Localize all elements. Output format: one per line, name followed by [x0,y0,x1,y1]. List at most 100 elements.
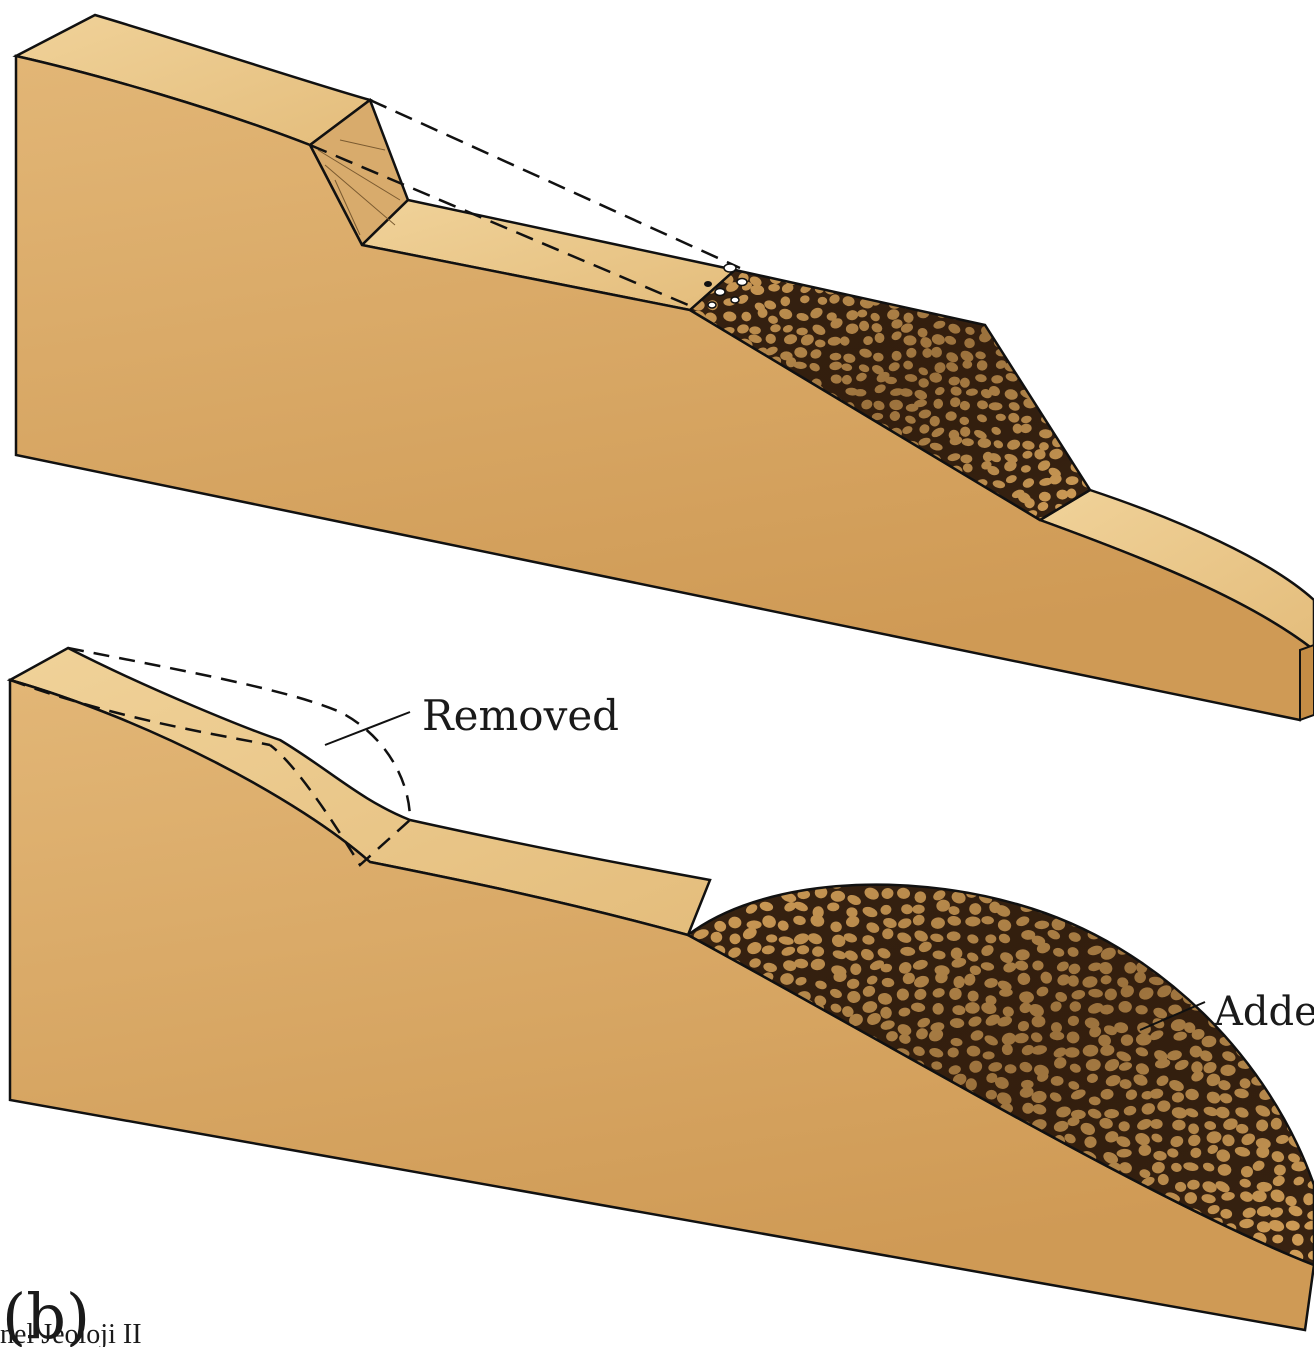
rubble-stone [966,260,980,270]
rubble-stone [1052,904,1067,916]
rubble-stone [875,257,888,268]
rubble-stone [797,1253,811,1266]
rubble-stone [1220,906,1232,917]
rubble-stone [1305,1099,1314,1114]
rubble-stone [1101,904,1116,914]
rubble-stone [1004,885,1017,896]
rubble-stone [1150,888,1167,900]
rubble-stone [919,863,935,874]
rubble-stone [1033,863,1050,879]
rubble-stone [758,1277,773,1290]
rubble-stone [1249,960,1266,974]
rubble-stone [1050,297,1062,306]
rubble-stone [1221,931,1233,941]
rubble-stone [1053,372,1063,383]
rubble-stone [918,255,931,266]
rubble-stone [1017,878,1034,892]
rubble-stone [1217,943,1232,956]
rubble-stone [1303,1037,1314,1048]
rubble-stone [975,259,991,273]
rubble-stone [1240,873,1252,885]
rubble-stone [778,1238,791,1250]
rubble-stone [1035,371,1048,384]
rubble-stone [1182,958,1200,974]
rubble-stone [1256,944,1268,953]
rubble-stone [969,856,984,869]
rubble-stone [1022,364,1033,373]
rubble-stone [1272,962,1285,973]
rubble-stone [1258,905,1271,918]
rubble-stone [995,860,1009,874]
rubble-stone [1086,890,1100,900]
rubble-stone [697,1250,710,1262]
rubble-stone [1204,872,1220,888]
rubble-stone [1269,890,1286,903]
rubble-stone [1133,874,1149,888]
rubble-stone [1237,886,1253,898]
rubble-stone [1065,257,1078,266]
rubble-stone [1255,917,1268,929]
rubble-stone [935,280,948,291]
rubble-stone [1084,274,1097,284]
rubble-stone [1174,976,1189,985]
rubble-stone [1080,871,1097,886]
rubble-stone [760,1253,773,1263]
rubble-stone [1037,254,1051,267]
rubble-stone [770,258,781,269]
rubble-stone [1288,955,1305,968]
rubble-stone [1069,401,1079,409]
rubble-stone [745,1233,761,1247]
rubble-stone [1172,887,1188,900]
rubble-stone [1304,1089,1314,1101]
rubble-stone [888,258,902,271]
rubble-stone [1102,854,1120,869]
rubble-stone [1288,1088,1303,1100]
rubble-stone [1083,299,1094,310]
rubble-stone [695,1232,712,1245]
rubble-stone [1024,308,1039,322]
rubble-stone [1039,312,1053,322]
rubble-stone [812,274,825,284]
rubble-stone [1308,860,1314,869]
rubble-stone [780,1249,792,1259]
rubble-stone [1250,971,1265,986]
rubble-stone [742,873,758,883]
rubble-stone [1035,294,1050,306]
rubble-stone [1287,948,1303,962]
rubble-stone [992,272,1003,282]
rubble-stone [984,1278,999,1292]
rubble-stone [909,1265,926,1278]
rubble-stone [992,287,1003,297]
rubble-stone [868,1272,883,1286]
rubble-stone [713,863,726,875]
rubble-stone [1071,888,1084,898]
rubble-stone [875,859,891,873]
rubble-stone [1187,901,1203,913]
rubble-stone [726,1231,744,1247]
rubble-stone [691,1261,709,1277]
rubble-stone [1085,411,1097,423]
rubble-stone [1288,1072,1304,1084]
rubble-stone [1182,916,1196,928]
rubble-stone [742,1282,755,1291]
rubble-stone [1055,335,1067,346]
rubble-stone [1053,874,1068,889]
rubble-stone [933,862,948,877]
rubble-stone [1221,887,1233,899]
rubble-stone [1235,932,1252,947]
rubble-stone [1035,360,1051,374]
rubble-stone [1083,855,1099,868]
rubble-stone [961,285,974,294]
rubble-stone [1007,260,1020,271]
rubble-stone [980,309,994,323]
rubble-stone [1291,930,1303,942]
rubble-stone [1082,434,1097,446]
rubble-stone [1006,295,1019,306]
rubble-stone [1082,361,1096,373]
rubble-stone [880,1284,896,1298]
rubble-stone [691,1274,705,1287]
rubble-stone [928,261,943,274]
rubble-stone [711,1260,726,1274]
rubble-stone [948,1278,964,1291]
added-label: Added [1213,989,1314,1035]
